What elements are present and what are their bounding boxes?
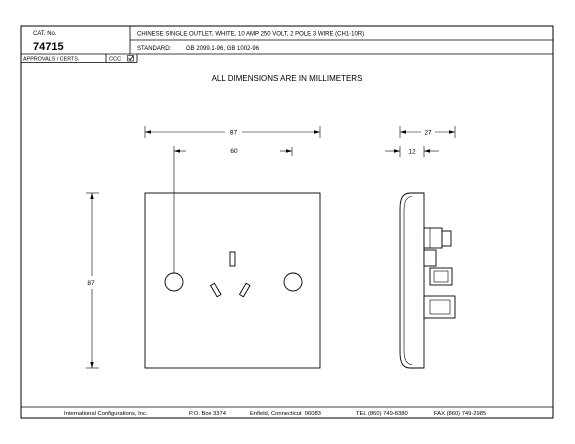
side-view: 27 12	[385, 126, 456, 369]
arrowhead	[90, 193, 94, 199]
checkmark-icon	[128, 55, 134, 61]
side-depth-dimension: 27	[399, 126, 456, 138]
arrowhead	[314, 130, 320, 134]
rear-block-middle	[423, 249, 437, 267]
rear-block-top	[423, 227, 443, 249]
standard-label: STANDARD:	[137, 46, 172, 52]
outer-frame	[20, 25, 554, 419]
arrowhead	[90, 362, 94, 368]
terminal-lug	[429, 267, 453, 286]
front-width-dimension: 87	[144, 126, 321, 138]
plate-front-edge	[403, 196, 413, 365]
left-mounting-hole	[164, 272, 184, 292]
rear-block-top-step	[441, 230, 452, 247]
right-mounting-hole	[283, 272, 303, 292]
side-depth-label: 27	[424, 129, 432, 136]
arrowhead	[400, 130, 406, 134]
rear-block-bottom	[423, 295, 456, 319]
front-width-label: 87	[230, 129, 238, 136]
arrowhead	[424, 149, 430, 153]
live-slot	[209, 282, 222, 298]
cat-no-value: 74715	[33, 41, 64, 53]
cat-no-label: CAT. No.	[33, 31, 57, 37]
rear-block-bottom-inner	[429, 299, 451, 315]
hole-spacing-dimension: 60	[173, 146, 293, 273]
hole-spacing-label: 60	[230, 148, 238, 155]
dimensions-note: ALL DIMENSIONS ARE IN MILLIMETERS	[212, 74, 363, 83]
earth-slot	[229, 251, 236, 267]
arrowhead	[394, 149, 400, 153]
cert-ccc-checkbox	[127, 55, 134, 62]
title-block: CAT. No. 74715 CHINESE SINGLE OUTLET, WH…	[20, 25, 554, 419]
product-description: CHINESE SINGLE OUTLET, WHITE, 10 AMP 250…	[137, 32, 364, 38]
plate-thickness-label: 12	[408, 148, 416, 155]
neutral-slot	[238, 282, 251, 298]
footer-po-box: P.O. Box 3374	[189, 411, 227, 417]
approvals-label: APPROVALS / CERTS.	[23, 57, 79, 63]
footer-address: Enfield, Connecticut 06083	[250, 411, 321, 417]
standard-value: GB 2099.1-96, GB 1002-96	[186, 46, 260, 52]
footer-tel: TEL (860) 749-8380	[356, 411, 408, 417]
footer-company: International Configurations, Inc.	[64, 411, 148, 417]
arrowhead	[449, 130, 455, 134]
plate-profile	[399, 192, 425, 369]
approvals-box: APPROVALS / CERTS. CCC	[21, 54, 138, 63]
terminal-lug-inner	[433, 270, 449, 283]
cert-ccc-label: CCC	[109, 57, 121, 63]
footer-fax: FAX (860) 749-2985	[434, 411, 486, 417]
arrowhead	[145, 130, 151, 134]
footer: International Configurations, Inc. P.O. …	[21, 406, 553, 417]
arrowhead	[174, 149, 180, 153]
front-view: 87 60 87	[86, 126, 321, 369]
arrowhead	[286, 149, 292, 153]
front-height-dimension: 87	[86, 192, 99, 369]
front-height-label: 87	[87, 280, 95, 287]
plate-thickness-dimension: 12	[385, 146, 439, 157]
mechanism-body	[423, 227, 456, 319]
